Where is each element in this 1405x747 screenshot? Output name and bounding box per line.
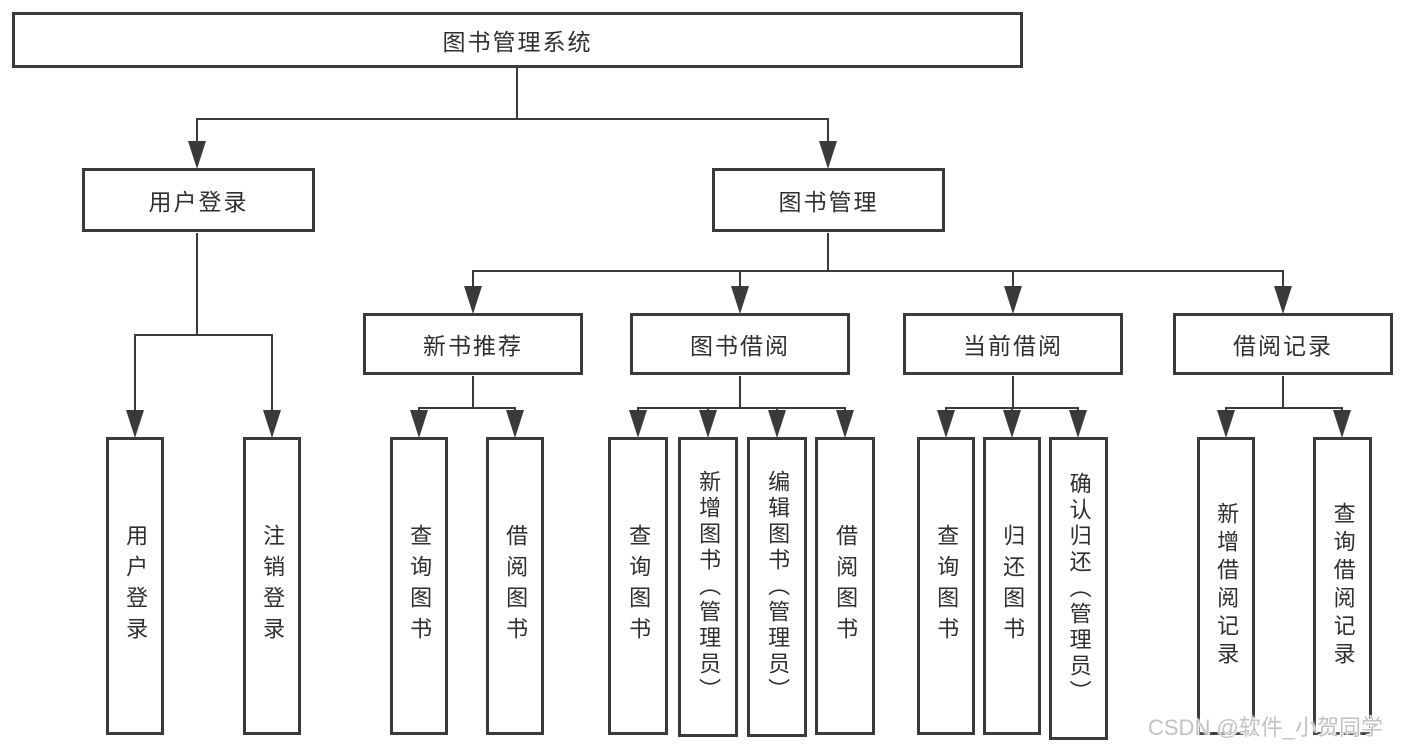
leaf-add-borrow-record: 新增借阅记录	[1197, 437, 1255, 735]
leaf-return-book: 归还图书	[983, 437, 1041, 735]
leaf-user-login: 用户登录	[106, 437, 164, 735]
watermark: CSDN @软件_小贺同学	[1148, 715, 1384, 740]
leaf-borrow-book: 借阅图书	[486, 437, 544, 735]
node-root: 图书管理系统	[12, 12, 1023, 68]
leaf-query-book: 查询图书	[917, 437, 975, 735]
node-new-book-recommendation: 新书推荐	[363, 313, 583, 375]
node-borrowing-records: 借阅记录	[1173, 313, 1393, 375]
node-current-borrowing: 当前借阅	[903, 313, 1123, 375]
leaf-confirm-return-admin: 确认归还（管理员）	[1049, 437, 1108, 740]
node-book-borrowing: 图书借阅	[630, 313, 850, 375]
leaf-query-borrow-record: 查询借阅记录	[1313, 437, 1372, 735]
leaf-query-book: 查询图书	[608, 437, 668, 735]
leaf-add-book-admin: 新增图书（管理员）	[678, 437, 738, 737]
node-book-management: 图书管理	[712, 168, 945, 232]
leaf-borrow-book: 借阅图书	[815, 437, 875, 735]
leaf-logout: 注销登录	[243, 437, 301, 735]
node-user-login: 用户登录	[82, 168, 315, 232]
leaf-query-book: 查询图书	[390, 437, 448, 735]
leaf-edit-book-admin: 编辑图书（管理员）	[747, 437, 807, 737]
